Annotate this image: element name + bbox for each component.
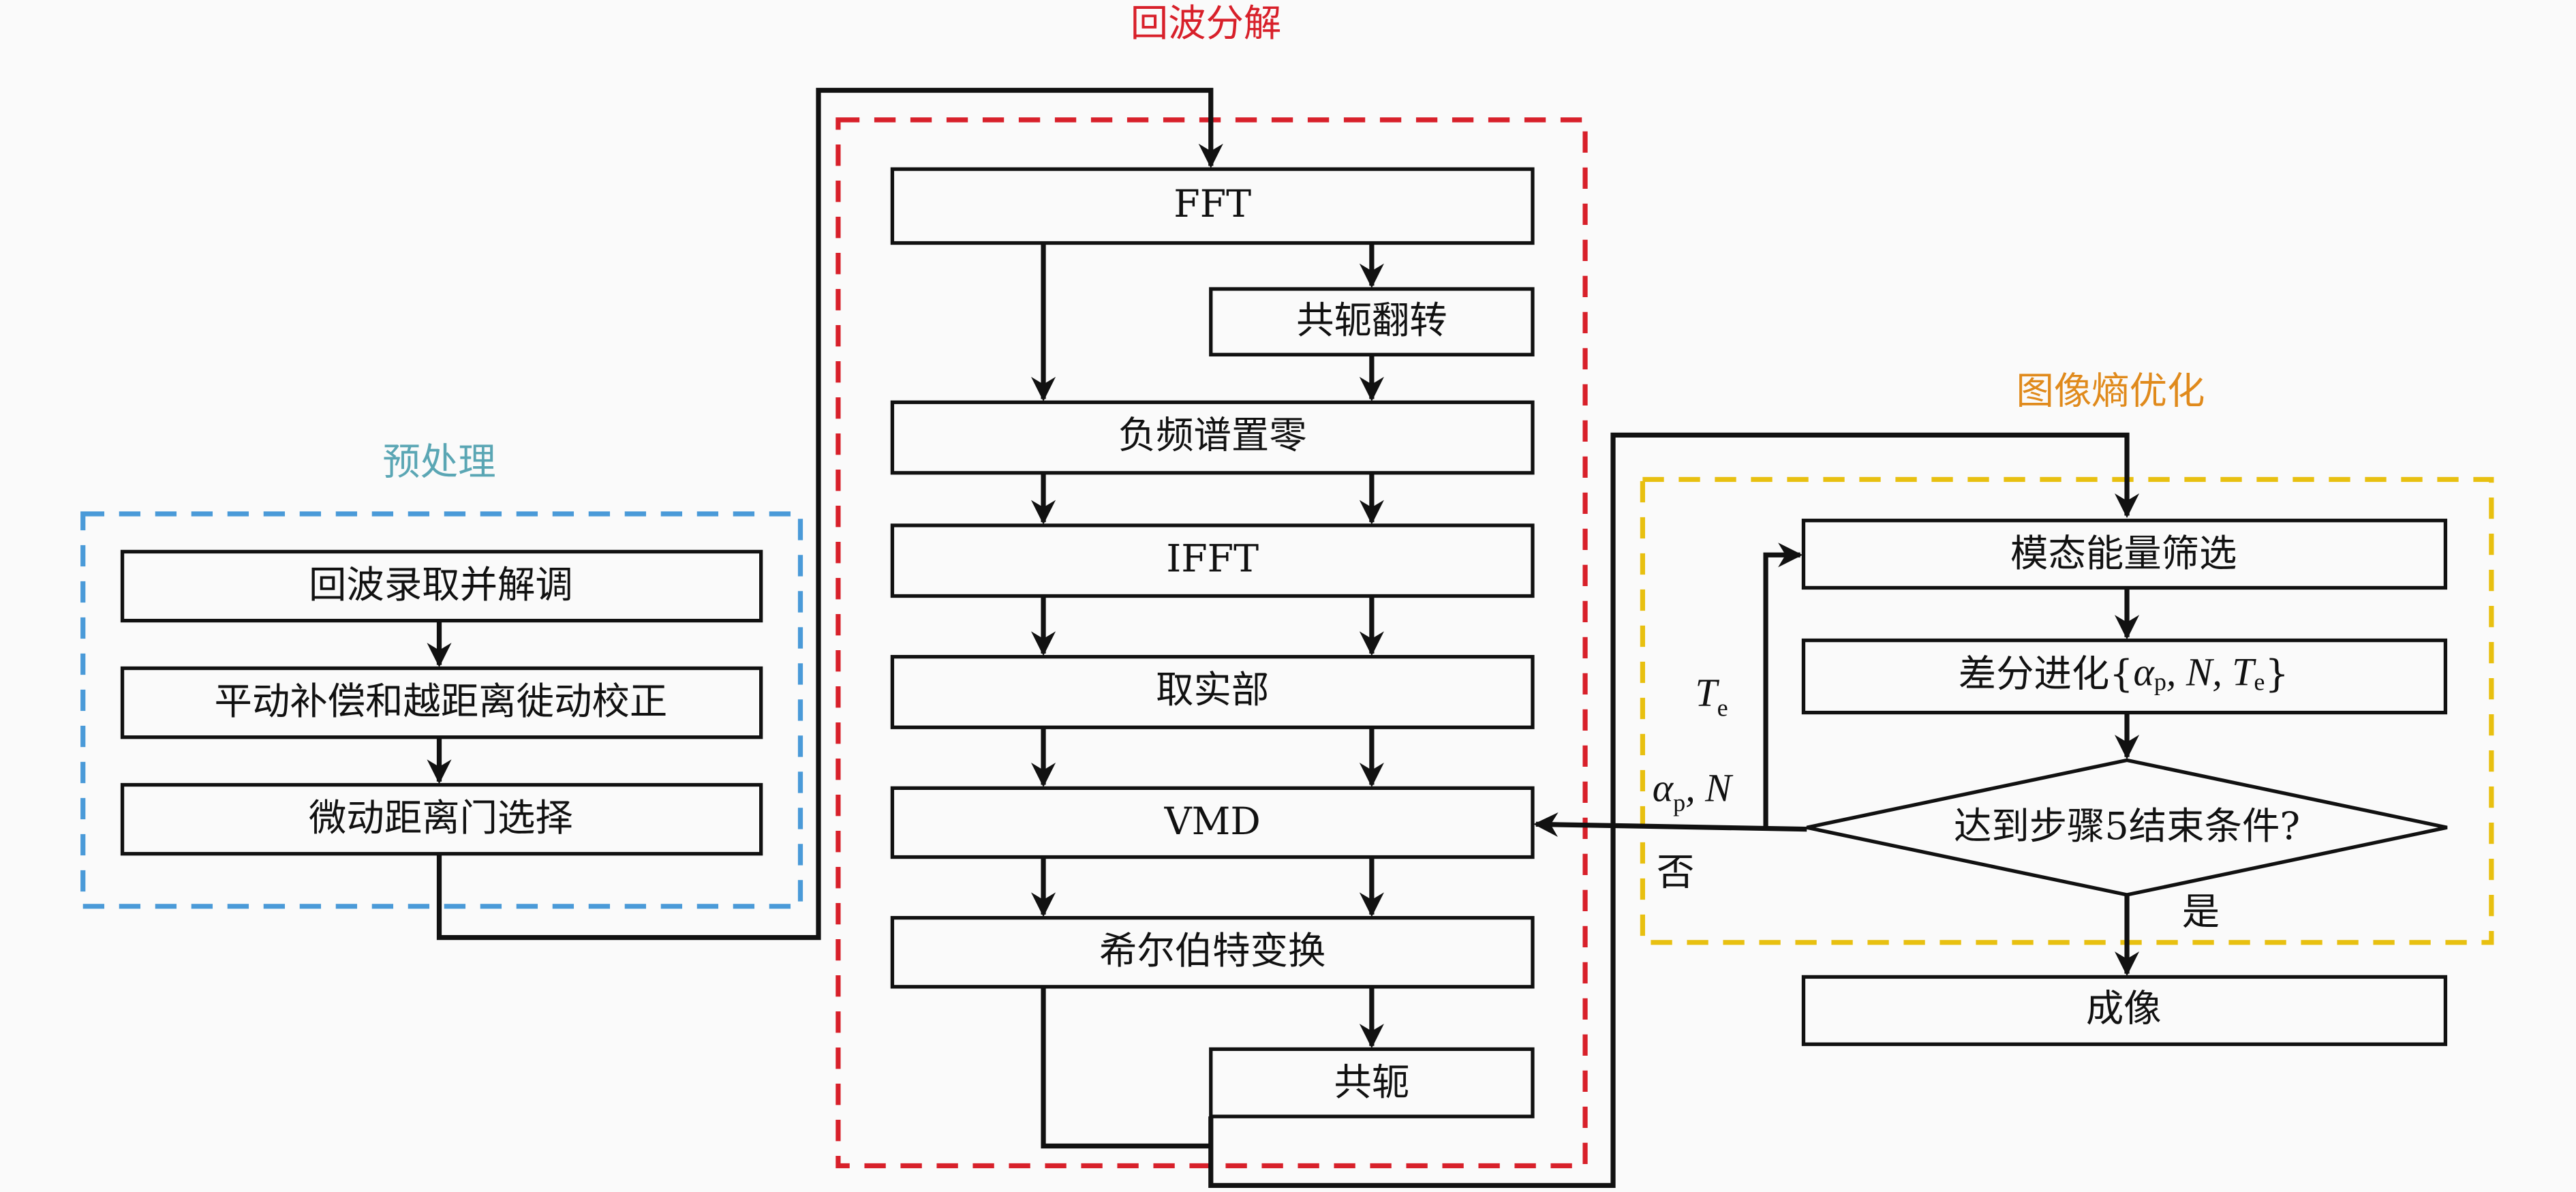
svg-text:取实部: 取实部 [1156, 669, 1269, 712]
svg-text:IFFT: IFFT [1166, 537, 1259, 581]
svg-text:共轭: 共轭 [1334, 1061, 1409, 1105]
svg-text:微动距离门选择: 微动距离门选择 [309, 797, 573, 840]
preprocessing-group-frame [80, 511, 803, 909]
node-differential-evolution: 差分进化{αp, N, Te} [1801, 638, 2448, 715]
node-hilbert-transform: 希尔伯特变换 [890, 916, 1535, 989]
edge-label-yes: 是 [2182, 890, 2220, 934]
node-negative-spectrum-zero: 负频谱置零 [890, 400, 1535, 475]
decomposition-title: 回波分解 [1131, 2, 1282, 46]
svg-text:FFT: FFT [1174, 183, 1251, 226]
node-decision: 达到步骤5结束条件? [1806, 758, 2448, 897]
svg-text:VMD: VMD [1164, 800, 1261, 844]
decomposition-group-frame [835, 117, 1588, 1169]
svg-text:平动补偿和越距离徙动校正: 平动补偿和越距离徙动校正 [215, 680, 668, 724]
node-mode-energy-selection: 模态能量筛选 [1801, 519, 2448, 590]
node-motion-compensation: 平动补偿和越距离徙动校正 [120, 666, 763, 739]
svg-text:回波录取并解调: 回波录取并解调 [309, 564, 573, 607]
svg-text:达到步骤5结束条件?: 达到步骤5结束条件? [1954, 805, 2300, 849]
edge-label-te: Te [1695, 671, 1728, 721]
svg-text:共轭翻转: 共轭翻转 [1296, 299, 1447, 343]
edge-label-no: 否 [1657, 851, 1694, 895]
node-conjugate-flip: 共轭翻转 [1209, 287, 1535, 357]
preprocessing-title: 预处理 [382, 440, 495, 484]
node-range-gate-selection: 微动距离门选择 [120, 782, 763, 856]
svg-text:模态能量筛选: 模态能量筛选 [2010, 532, 2237, 576]
optimization-group-frame [1640, 476, 2494, 945]
svg-text:负频谱置零: 负频谱置零 [1118, 414, 1307, 458]
node-fft: FFT [890, 167, 1535, 245]
node-real-part: 取实部 [890, 654, 1535, 729]
edge-label-alpha-n: αp, N [1653, 766, 1734, 816]
node-imaging: 成像 [1801, 975, 2448, 1046]
connectors [427, 87, 2140, 1188]
optimization-title: 图像熵优化 [2016, 370, 2205, 414]
svg-text:成像: 成像 [2086, 987, 2162, 1030]
node-echo-demodulation: 回波录取并解调 [120, 549, 763, 623]
svg-text:差分进化{αp, N, Te}: 差分进化{αp, N, Te} [1959, 650, 2289, 696]
node-vmd: VMD [890, 786, 1535, 859]
svg-text:希尔伯特变换: 希尔伯特变换 [1099, 930, 1325, 973]
node-conjugate: 共轭 [1209, 1047, 1535, 1118]
node-ifft: IFFT [890, 523, 1535, 598]
